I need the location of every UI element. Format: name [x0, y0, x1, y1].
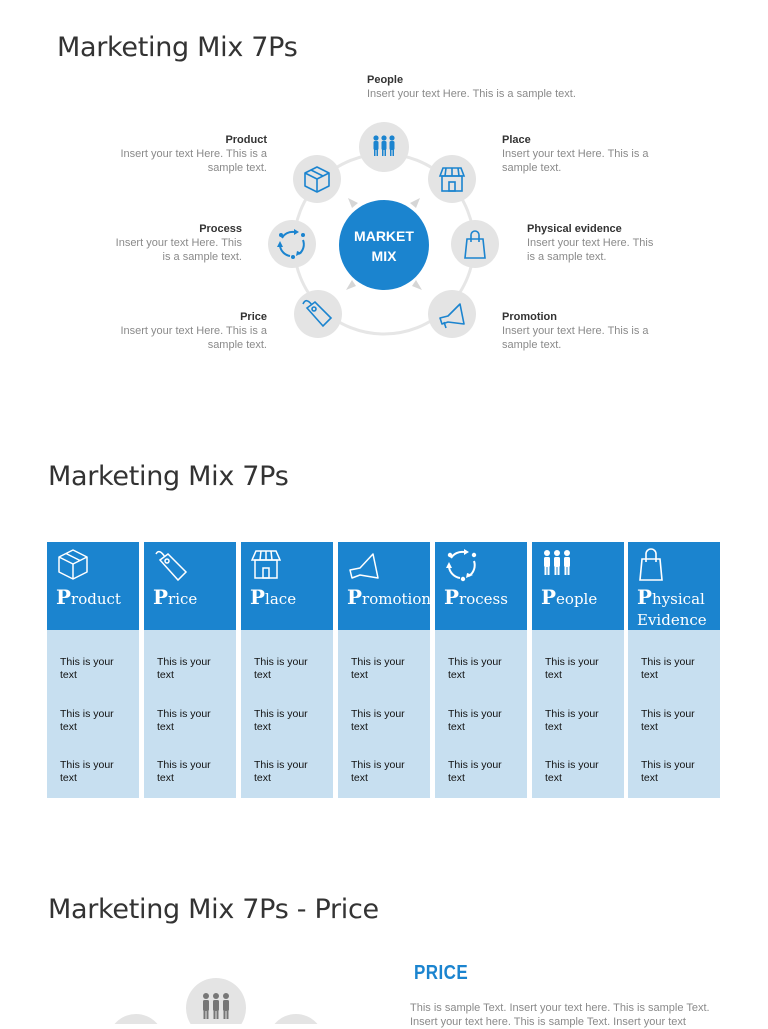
column-header: Process	[435, 542, 527, 630]
center-line1: MARKET	[354, 228, 414, 244]
product-label: Product Insert your text Here. This is a…	[120, 134, 267, 174]
physical-evidence-label: Physical evidence Insert your text Here.…	[527, 223, 654, 263]
slide2-title: Marketing Mix 7Ps	[48, 461, 289, 492]
column-header: Place	[241, 542, 333, 630]
slide1-title: Marketing Mix 7Ps	[57, 32, 298, 63]
price-heading: PRICE	[414, 962, 469, 984]
column-title: Product	[56, 585, 121, 609]
column-header: People	[532, 542, 624, 630]
node-physical	[451, 220, 499, 268]
people-icon	[542, 548, 574, 580]
column-header: Promotion	[338, 542, 432, 630]
price-label: Price Insert your text Here. This is a s…	[120, 311, 267, 351]
people-label: People Insert your text Here. This is a …	[367, 74, 576, 100]
price-cycle-diagram	[114, 978, 318, 1024]
node-price	[294, 290, 342, 338]
people-icon	[203, 993, 229, 1019]
process-cycle-icon	[445, 548, 477, 582]
center-line2: MIX	[372, 248, 398, 264]
cycle-arrows	[346, 198, 422, 290]
product-box-icon	[304, 166, 330, 193]
node-promotion	[428, 290, 476, 338]
column-title: People	[541, 585, 598, 609]
product-box-icon	[57, 548, 89, 580]
price-tag-icon	[154, 548, 188, 582]
column-title: Process	[444, 585, 508, 609]
node-right-large	[274, 1014, 318, 1024]
column-title: Place	[250, 585, 297, 609]
shopping-bag-icon	[638, 548, 670, 581]
promotion-label: Promotion Insert your text Here. This is…	[502, 311, 649, 351]
place-store-icon	[250, 548, 283, 580]
people-icon	[373, 135, 395, 156]
column-title: Promotion	[347, 585, 432, 609]
process-cycle-icon	[277, 229, 305, 259]
megaphone-icon	[439, 303, 465, 329]
node-place	[428, 155, 476, 203]
shopping-bag-icon	[464, 230, 486, 259]
market-mix-cycle-diagram: MARKET MIX	[268, 122, 499, 338]
node-left-large	[114, 1014, 158, 1024]
slide3-title: Marketing Mix 7Ps - Price	[48, 894, 379, 925]
place-label: Place Insert your text Here. This is a s…	[502, 134, 649, 174]
center-circle	[339, 200, 429, 290]
place-store-icon	[438, 167, 466, 192]
node-process	[268, 220, 316, 268]
column-title: Price	[153, 585, 198, 609]
price-description: This is sample Text. Insert your text he…	[410, 1002, 710, 1028]
column-header: Price	[144, 542, 236, 630]
price-tag-icon	[302, 299, 333, 328]
column-header: Product	[47, 542, 139, 630]
megaphone-icon	[348, 548, 380, 580]
process-label: Process Insert your text Here. This is a…	[115, 223, 242, 263]
